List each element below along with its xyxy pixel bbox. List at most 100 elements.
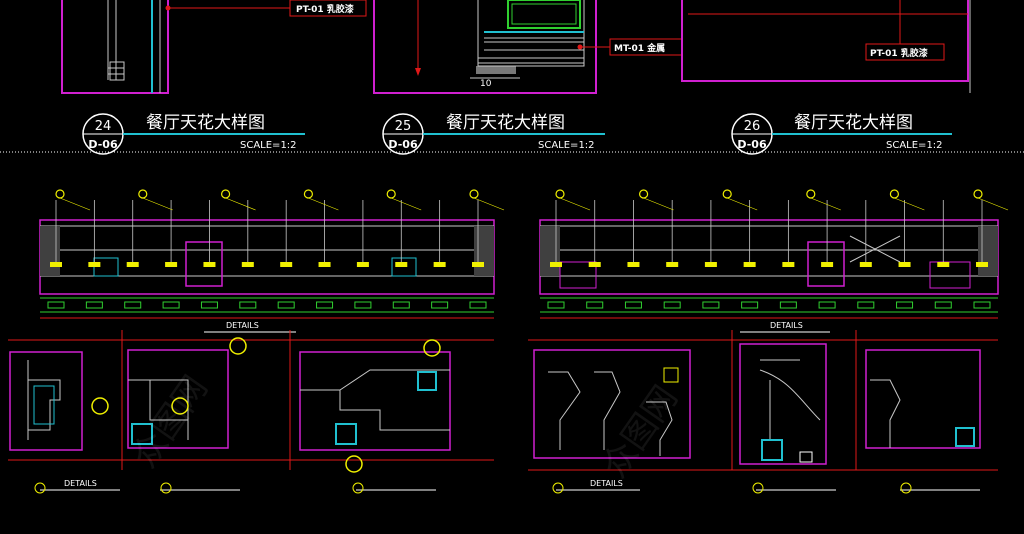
fixture-mark [165,262,178,267]
lower-sheet-left: DETAILS DETAILS [8,189,505,494]
lower-sheet-right: DETAILS DETAILS [528,189,1009,494]
fixture-mark [704,262,717,267]
fixture-mark [472,262,484,267]
fixture-mark [976,262,988,267]
material-tag-1: PT-01 乳胶漆 [296,3,354,15]
dimension-chip [47,301,65,309]
fixture-mark [821,262,834,267]
dimension-chip [277,301,295,309]
dimension-chip [586,301,604,309]
callout-bubble [55,189,65,199]
callout-bubble [221,189,231,199]
dimension-chip [741,301,759,309]
fixture-mark [241,262,254,267]
callout-leader [391,197,422,211]
fixture-mark [50,262,62,267]
callout-leader [894,197,925,211]
dimension-chip [973,301,991,309]
fixture-mark [550,262,562,267]
dimension-chip [547,301,565,309]
callout-leader [727,197,758,211]
callout-bubble [555,189,565,199]
dimension-label: 10 [480,79,492,89]
detail-number: 25 [395,119,412,134]
top-detail-25: 10 MT-01 金属 [373,0,683,94]
dimension-chip [469,301,487,309]
dimension-chip [624,301,642,309]
callout-bubble [889,189,900,199]
detail-title: DETAILS [64,479,97,488]
dimension-chip [431,301,449,309]
dimension-chip [85,301,103,309]
watermark: 众图网 [125,369,216,475]
callout-leader [977,197,1009,211]
material-tag-3: PT-01 乳胶漆 [870,47,928,59]
fixture-mark [433,262,446,267]
fixture-mark [743,262,756,267]
sheet-number: D-06 [737,138,767,151]
detail-title: 餐厅天花大样图 [146,113,265,133]
fixture-mark [937,262,950,267]
dimension-chip [818,301,836,309]
top-detail-26: PT-01 乳胶漆 [681,0,971,93]
callout-bubble [138,189,148,199]
dimension-chip [896,301,914,309]
section-title: DETAILS [770,321,803,330]
dimension-chip [316,301,334,309]
detail-number: 24 [95,119,112,134]
dimension-chip [702,301,720,309]
dimension-chip [934,301,952,309]
callout-leader [473,197,505,211]
dimension-chip [200,301,218,309]
sheet-number: D-06 [88,138,118,151]
fixture-mark [395,262,408,267]
detail-scale: SCALE=1:2 [886,140,943,151]
detail-scale: SCALE=1:2 [240,140,297,151]
dimension-chip [663,301,681,309]
watermark: 众图网 [595,379,686,485]
callout-bubble [806,189,816,199]
detail-scale: SCALE=1:2 [538,140,595,151]
callout-bubble [722,189,732,199]
fixture-mark [859,262,872,267]
fixture-mark [588,262,601,267]
callout-leader [559,197,591,211]
callout-leader [225,197,256,211]
fixture-mark [318,262,331,267]
title-block-24: 24 D-06 餐厅天花大样图 SCALE=1:2 [82,113,305,155]
sheet-number: D-06 [388,138,418,151]
dimension-chip [354,301,372,309]
detail-number: 26 [744,119,761,134]
callout-leader [142,197,173,211]
callout-leader [643,197,674,211]
callout-leader [810,197,841,211]
fixture-mark [126,262,139,267]
fixture-mark [898,262,911,267]
callout-bubble [469,189,479,199]
material-tag-2: MT-01 金属 [614,42,665,54]
callout-leader [308,197,339,211]
dimension-chip [239,301,257,309]
fixture-mark [356,262,369,267]
detail-title: DETAILS [590,479,623,488]
fixture-mark [782,262,795,267]
fixture-mark [280,262,293,267]
dimension-chip [392,301,410,309]
title-block-25: 25 D-06 餐厅天花大样图 SCALE=1:2 [382,113,605,155]
fixture-mark [88,262,101,267]
fixture-mark [666,262,679,267]
top-detail-24: PT-01 乳胶漆 [61,0,367,94]
callout-bubble [973,189,983,199]
fixture-mark [627,262,640,267]
title-block-26: 26 D-06 餐厅天花大样图 SCALE=1:2 [731,113,952,155]
dimension-chip [162,301,180,309]
detail-title: 餐厅天花大样图 [794,113,913,133]
dimension-chip [779,301,797,309]
detail-title: 餐厅天花大样图 [446,113,565,133]
callout-bubble [386,189,396,199]
fixture-mark [203,262,216,267]
dimension-chip [124,301,142,309]
callout-leader [59,197,91,211]
callout-bubble [638,189,649,199]
